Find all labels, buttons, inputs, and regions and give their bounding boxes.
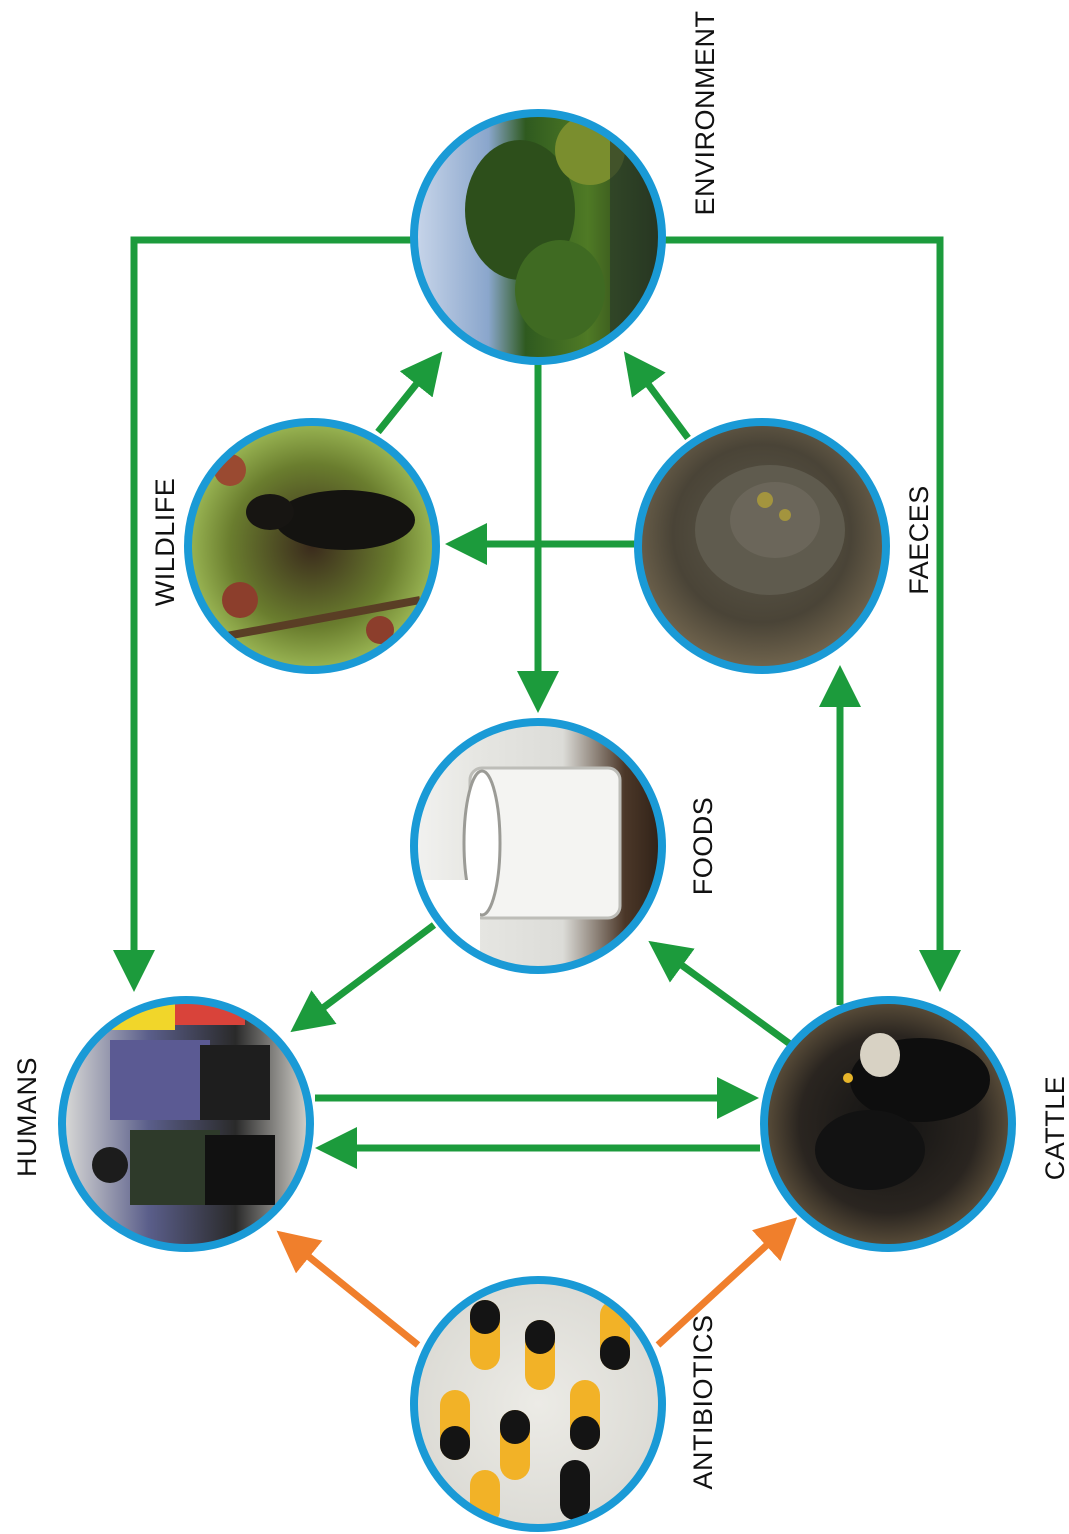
node-cattle (764, 1000, 1012, 1248)
node-wildlife (188, 422, 436, 670)
arrow-faeces-to-environment (628, 357, 688, 438)
label-humans: HUMANS (12, 1057, 42, 1177)
node-foods (414, 722, 662, 970)
arrow-cattle-to-foods (654, 945, 790, 1044)
label-foods: FOODS (688, 797, 718, 896)
node-environment (414, 113, 662, 361)
label-wildlife: WILDLIFE (150, 478, 180, 607)
arrow-wildlife-to-environment (378, 357, 438, 432)
label-environment: ENVIRONMENT (690, 10, 720, 215)
arrow-foods-to-humans (296, 925, 434, 1028)
label-faeces: FAECES (904, 485, 934, 595)
label-antibiotics: ANTIBIOTICS (688, 1314, 718, 1489)
label-cattle: CATTLE (1040, 1076, 1069, 1181)
node-faeces (638, 422, 886, 670)
arrow-antibiotics-to-humans (282, 1235, 418, 1345)
arrow-antibiotics-to-cattle (658, 1222, 792, 1345)
node-humans (62, 1000, 310, 1248)
node-antibiotics (414, 1280, 662, 1528)
